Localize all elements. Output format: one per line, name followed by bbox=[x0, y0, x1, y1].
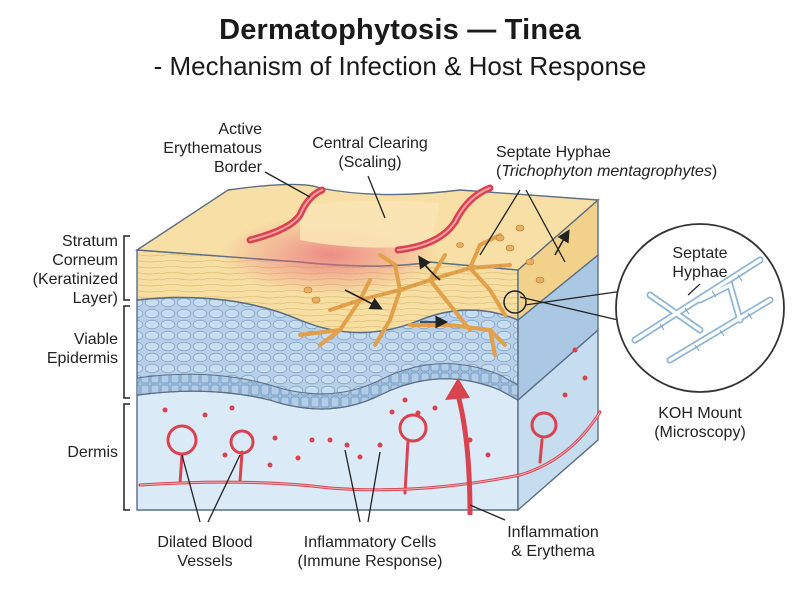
magnifier-focus bbox=[503, 290, 527, 314]
leader-dilated-vessels-2 bbox=[207, 454, 241, 523]
leader-dilated-vessels-1 bbox=[181, 454, 201, 523]
layer-brackets bbox=[123, 235, 130, 511]
label-line: Viable bbox=[73, 331, 118, 348]
page-title: Dermatophytosis — Tinea bbox=[219, 14, 581, 46]
label-line: Hyphae bbox=[672, 264, 728, 281]
invasion-arrow-4 bbox=[554, 229, 570, 256]
label-inflammation: Inflammation & Erythema bbox=[488, 523, 618, 561]
label-line: Dilated Blood bbox=[157, 534, 253, 551]
label-blood-vessels: Dilated Blood Vessels bbox=[135, 533, 275, 571]
label-line: Inflammatory Cells bbox=[303, 534, 437, 551]
page-subtitle: - Mechanism of Infection & Host Response bbox=[153, 51, 647, 81]
label-inset-hyphae: Septate Hyphae bbox=[655, 244, 745, 282]
label-dermis: Dermis bbox=[67, 444, 118, 461]
label-line: Central Clearing bbox=[312, 135, 428, 152]
label-active-border: Active Erythematous Border bbox=[130, 120, 262, 177]
invasion-arrow-1 bbox=[344, 289, 383, 310]
label-line: (Trichophyton mentagrophytes) bbox=[496, 163, 718, 180]
label-stratum-corneum: Stratum Corneum (Keratinized Layer) bbox=[10, 232, 118, 308]
leader-hyphae-1 bbox=[479, 189, 521, 256]
label-septate-hyphae: Septate Hyphae (Trichophyton mentagrophy… bbox=[496, 143, 786, 181]
leader-central-clearing bbox=[367, 175, 386, 219]
label-central-clearing: Central Clearing (Scaling) bbox=[300, 134, 440, 172]
label-line: Active bbox=[218, 121, 262, 138]
label-line: Erythematous bbox=[163, 140, 262, 157]
label-koh-mount: KOH Mount (Microscopy) bbox=[630, 404, 770, 442]
label-line: Septate bbox=[672, 245, 728, 262]
label-line: Septate Hyphae bbox=[496, 144, 611, 161]
label-line: Epidermis bbox=[46, 350, 118, 367]
organism-name: Trichophyton mentagrophytes bbox=[501, 163, 712, 180]
label-inflammatory-cells: Inflammatory Cells (Immune Response) bbox=[280, 533, 460, 571]
inflammatory-cells bbox=[162, 347, 588, 468]
label-line: Border bbox=[213, 159, 262, 176]
leader-hyphae-2 bbox=[525, 189, 566, 263]
label-line: Inflammation bbox=[507, 524, 599, 541]
inflammation-arrow bbox=[455, 394, 473, 516]
leader-active-border bbox=[264, 171, 311, 198]
leader-inflammation bbox=[469, 504, 506, 521]
label-line: (Scaling) bbox=[338, 154, 402, 171]
leader-inflam-cells-1 bbox=[344, 449, 361, 523]
koh-inset-circle bbox=[615, 223, 785, 393]
label-line: (Keratinized bbox=[32, 271, 118, 288]
label-line: (Microscopy) bbox=[654, 424, 746, 441]
leader-inflam-cells-2 bbox=[367, 451, 381, 523]
label-viable-epidermis: Viable Epidermis bbox=[10, 330, 118, 368]
label-line: Vessels bbox=[177, 553, 233, 570]
label-line: KOH Mount bbox=[658, 405, 742, 422]
label-line: Corneum bbox=[52, 252, 118, 269]
spores bbox=[303, 224, 545, 304]
label-line: (Immune Response) bbox=[297, 553, 443, 570]
label-line: Stratum bbox=[61, 233, 118, 250]
label-line: & Erythema bbox=[511, 543, 595, 560]
label-line: Layer) bbox=[72, 290, 118, 307]
invasion-arrow-2 bbox=[418, 255, 441, 281]
leader-inset-2 bbox=[519, 296, 619, 321]
